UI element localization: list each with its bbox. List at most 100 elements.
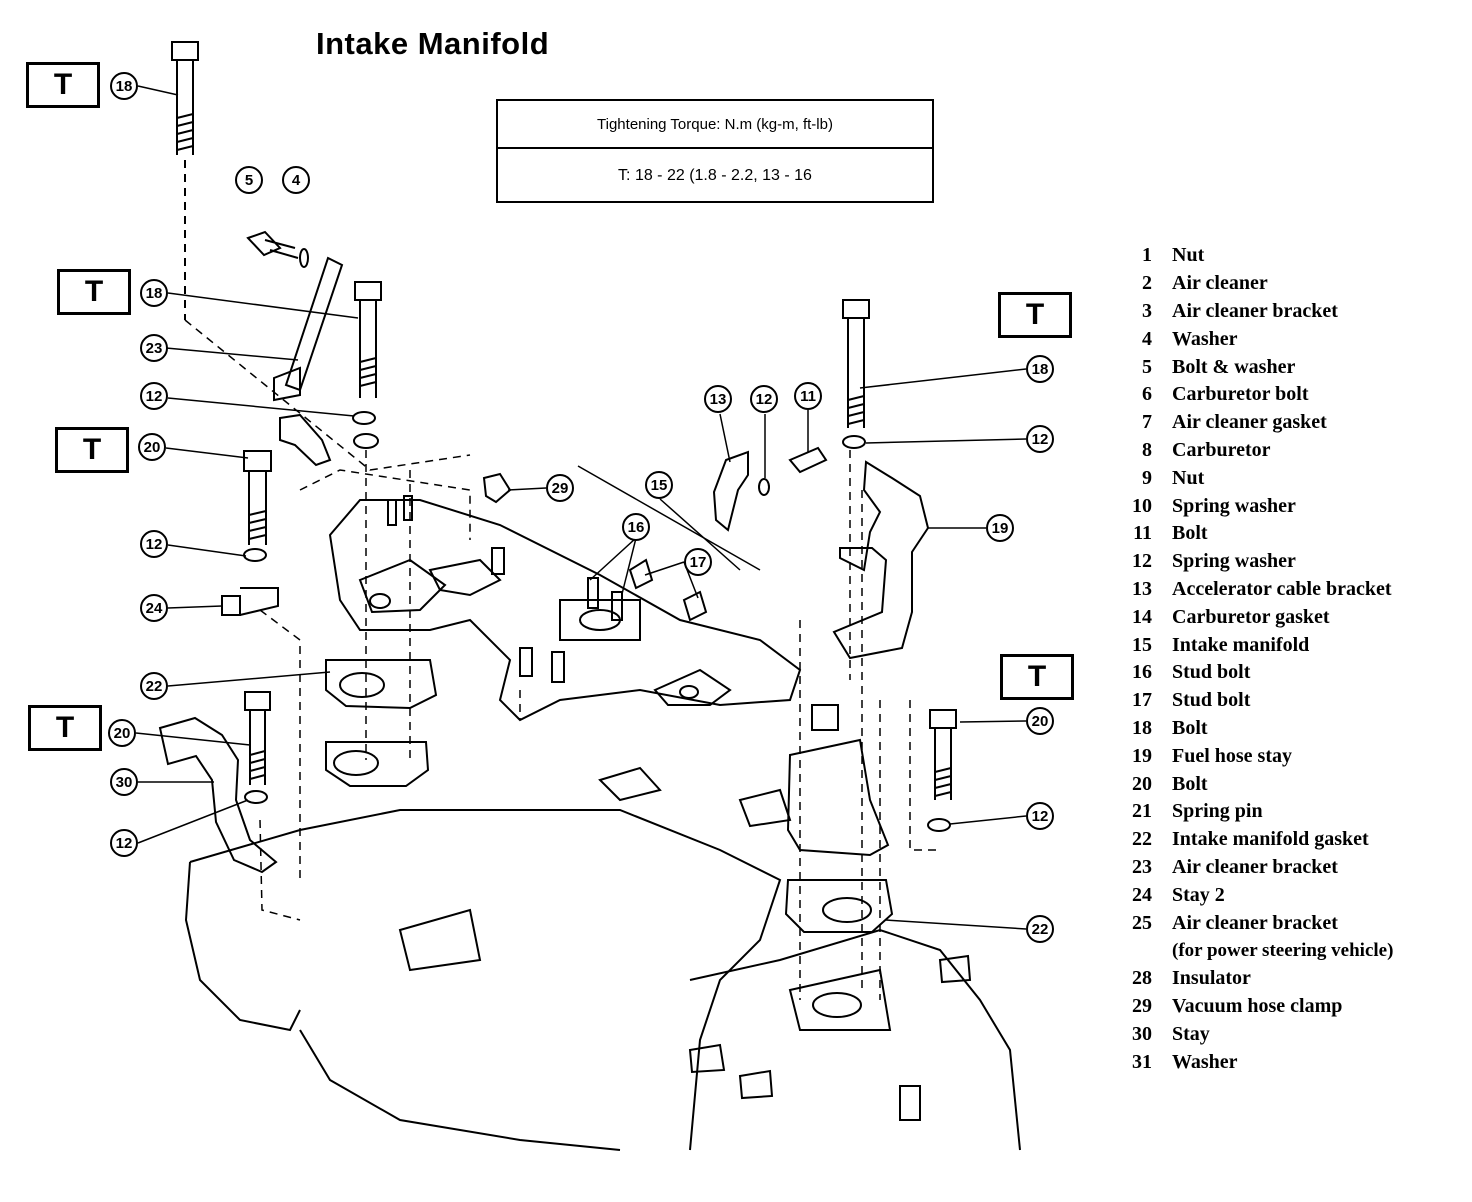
part-number: 21 (1132, 800, 1152, 823)
part-name: Bolt (1172, 716, 1208, 739)
part-number: 6 (1142, 383, 1152, 406)
callout-30: 30 (110, 768, 138, 796)
part-number: 17 (1132, 689, 1152, 712)
callout-label: 18 (1032, 361, 1049, 378)
callout-12: 12 (110, 829, 138, 857)
callout-label: 15 (651, 477, 668, 494)
torque-marker: T (1000, 654, 1074, 700)
list-item: (for power steering vehicle) (1118, 937, 1393, 965)
part-name: Intake manifold (1172, 633, 1310, 656)
callout-12: 12 (1026, 802, 1054, 830)
part-name: Carburetor gasket (1172, 605, 1330, 628)
part-name: Insulator (1172, 967, 1251, 990)
part-name: Bolt (1172, 772, 1208, 795)
callout-label: 18 (146, 285, 163, 302)
bolt-shape (171, 41, 199, 155)
part-name: Washer (1172, 327, 1238, 350)
part-number: 5 (1142, 355, 1152, 378)
part-number: 28 (1132, 967, 1152, 990)
part-number: 11 (1133, 522, 1152, 545)
callout-label: 13 (710, 391, 727, 408)
callout-22: 22 (140, 672, 168, 700)
callout-17: 17 (684, 548, 712, 576)
part-number: 22 (1132, 828, 1152, 851)
callout-label: 11 (800, 388, 816, 405)
part-name: (for power steering vehicle) (1172, 939, 1394, 961)
callout-label: 18 (116, 78, 133, 95)
part-name: Stay 2 (1172, 883, 1225, 906)
callout-label: 24 (146, 600, 163, 617)
callout-4: 4 (282, 166, 310, 194)
part-number: 19 (1132, 744, 1152, 767)
part-name: Bolt & washer (1172, 355, 1296, 378)
part-number: 30 (1132, 1022, 1152, 1045)
torque-marker: T (57, 269, 131, 315)
torque-value: T: 18 - 22 (1.8 - 2.2, 13 - 16 (618, 167, 812, 184)
list-item: 30 Stay (1118, 1020, 1393, 1048)
part-number: 1 (1142, 244, 1152, 267)
torque-marker: T (55, 427, 129, 473)
callout-20: 20 (1026, 707, 1054, 735)
callout-label: 23 (146, 340, 163, 357)
callout-label: 20 (144, 439, 161, 456)
callout-18: 18 (1026, 355, 1054, 383)
callout-label: 12 (1032, 808, 1049, 825)
list-item: 20 Bolt (1118, 770, 1393, 798)
callout-13: 13 (704, 385, 732, 413)
list-item: 17 Stud bolt (1118, 687, 1393, 715)
callout-label: 12 (756, 391, 773, 408)
callout-20: 20 (138, 433, 166, 461)
part-number: 12 (1132, 550, 1152, 573)
part-number: 20 (1132, 772, 1152, 795)
callout-label: 12 (146, 536, 163, 553)
callout-16: 16 (622, 513, 650, 541)
part-name: Stud bolt (1172, 689, 1251, 712)
part-number: 25 (1132, 911, 1152, 934)
part-number: 10 (1132, 494, 1152, 517)
part-name: Stay (1172, 1022, 1210, 1045)
list-item: 22 Intake manifold gasket (1118, 826, 1393, 854)
callout-label: 19 (992, 520, 1009, 537)
callout-24: 24 (140, 594, 168, 622)
callout-12: 12 (140, 382, 168, 410)
callout-label: 4 (292, 172, 301, 189)
part-name: Nut (1172, 244, 1205, 267)
part-name: Intake manifold gasket (1172, 828, 1369, 851)
part-name: Bolt (1172, 522, 1208, 545)
callout-18: 18 (110, 72, 138, 100)
list-item: 28 Insulator (1118, 965, 1393, 993)
callout-20: 20 (108, 719, 136, 747)
callout-label: 5 (245, 172, 253, 189)
part-number: 31 (1132, 1050, 1152, 1073)
torque-marker: T (26, 62, 100, 108)
callout-label: 22 (1032, 921, 1049, 938)
callouts: 18 5 4 18 23 12 20 12 24 22 20 30 12 29 … (108, 72, 1054, 943)
part-number: 18 (1132, 716, 1152, 739)
part-name: Washer (1172, 1050, 1238, 1073)
callout-12: 12 (1026, 425, 1054, 453)
part-number: 23 (1132, 855, 1152, 878)
part-name: Carburetor (1172, 438, 1271, 461)
callout-label: 20 (114, 725, 131, 742)
list-item: 5 Bolt & washer (1118, 353, 1393, 381)
part-name: Stud bolt (1172, 661, 1251, 684)
torque-header: Tightening Torque: N.m (kg-m, ft-lb) (498, 101, 932, 149)
part-name: Nut (1172, 466, 1205, 489)
torque-marker: T (28, 705, 102, 751)
part-number: 13 (1132, 577, 1152, 600)
callout-19: 19 (986, 514, 1014, 542)
callout-12: 12 (750, 385, 778, 413)
part-name: Vacuum hose clamp (1172, 994, 1343, 1017)
